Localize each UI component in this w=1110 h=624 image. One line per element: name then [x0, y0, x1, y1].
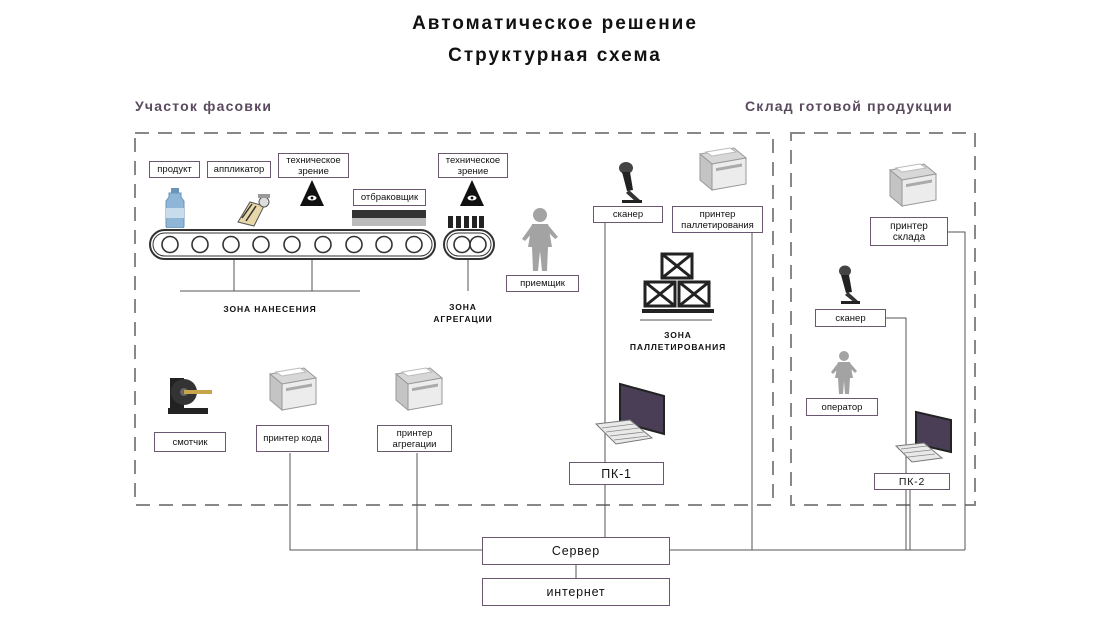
printer-icon-warehouse	[888, 163, 938, 208]
zone-aggregation: ЗОНА АГРЕГАЦИИ	[418, 301, 508, 325]
zone-application: ЗОНА НАНЕСЕНИЯ	[223, 304, 317, 314]
label-product: продукт	[149, 161, 200, 178]
zone-palletizing: ЗОНА ПАЛЛЕТИРОВАНИЯ	[620, 329, 736, 353]
label-pallet-printer: принтер паллетирования	[672, 206, 763, 233]
warehouse-frame	[790, 132, 976, 506]
computer-icon-2	[894, 410, 952, 463]
diagram-title: Автоматическое решение	[412, 13, 698, 34]
label-rejector: отбраковщик	[353, 189, 426, 206]
server-box: Сервер	[482, 537, 670, 565]
section-warehouse: Склад готовой продукции	[745, 98, 953, 114]
hand-scanner-icon-2	[839, 265, 860, 304]
applicator-icon	[237, 194, 270, 227]
label-applicator: аппликатор	[207, 161, 271, 178]
aggregation-scanner-icon	[448, 216, 484, 228]
pc-2-box: ПК-2	[874, 473, 950, 490]
pc-1-box: ПК-1	[569, 462, 664, 485]
zone-aggregation-line1: ЗОНА	[449, 302, 477, 312]
rejector-icon	[352, 210, 426, 226]
camera-vision-icon-2	[460, 180, 484, 206]
hand-scanner-icon	[619, 162, 642, 203]
label-scanner-1: сканер	[593, 206, 663, 223]
label-vision-1: техническое зрение	[278, 153, 349, 178]
label-receiver: приемщик	[506, 275, 579, 292]
rewinder-icon	[168, 378, 212, 414]
camera-vision-icon	[300, 180, 324, 206]
printer-icon-aggregation	[394, 367, 444, 412]
label-rewinder: смотчик	[154, 432, 226, 452]
conveyor-belt-icon	[149, 229, 495, 260]
diagram-subtitle: Структурная схема	[448, 45, 662, 66]
label-aggregation-printer: принтер агрегации	[377, 425, 452, 452]
printer-icon-code	[268, 367, 318, 412]
label-code-printer: принтер кода	[256, 425, 329, 452]
person-icon	[522, 208, 558, 271]
label-operator: оператор	[806, 398, 878, 416]
bottle-icon	[165, 188, 185, 228]
printer-icon	[698, 147, 748, 192]
zone-palletizing-line1: ЗОНА	[664, 330, 692, 340]
label-scanner-2: сканер	[815, 309, 886, 327]
zone-aggregation-line2: АГРЕГАЦИИ	[433, 314, 493, 324]
label-vision-2: техническое зрение	[438, 153, 508, 178]
section-packing-area: Участок фасовки	[135, 98, 273, 114]
internet-box: интернет	[482, 578, 670, 606]
pallet-boxes-icon	[642, 252, 714, 313]
computer-icon	[594, 382, 665, 445]
operator-person-icon	[831, 351, 857, 394]
label-warehouse-printer: принтер склада	[870, 217, 948, 246]
zone-palletizing-line2: ПАЛЛЕТИРОВАНИЯ	[629, 342, 727, 352]
